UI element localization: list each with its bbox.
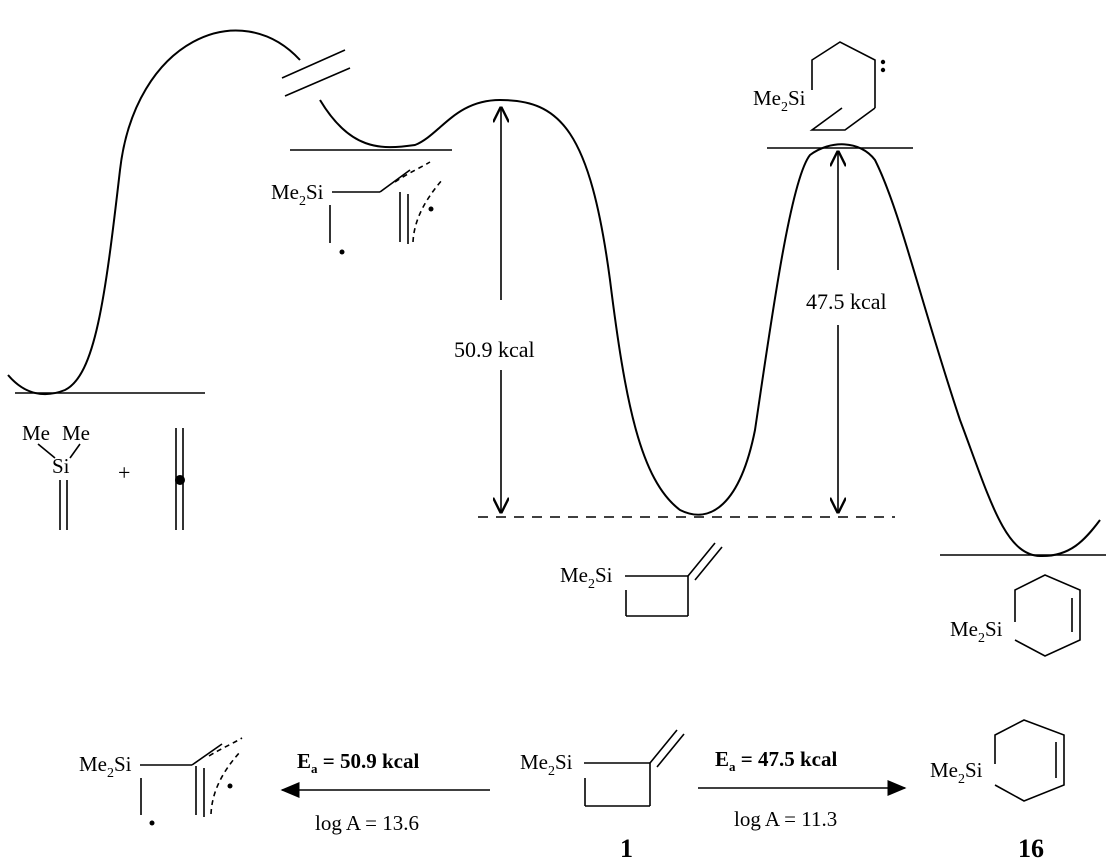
svg-text:Me2Si: Me2Si xyxy=(560,563,613,592)
svg-text:Me2Si: Me2Si xyxy=(753,86,806,115)
compound-1-label: 1 xyxy=(620,834,633,863)
axis-break-marks xyxy=(281,49,351,97)
compound-16-label: 16 xyxy=(1018,834,1044,863)
diradical-structure-top: Me2Si xyxy=(271,161,443,255)
svg-text:Me: Me xyxy=(62,421,90,445)
compound-1-structure: Me2Si xyxy=(520,729,685,807)
dimethylsilene-plus-ethylene-structure: Me Me Si + xyxy=(22,421,185,530)
methylenesilacyclobutane-structure-middle: Me2Si xyxy=(560,542,723,617)
svg-text:Me2Si: Me2Si xyxy=(930,758,983,787)
right-arrow-loga-label: log A = 11.3 xyxy=(734,807,837,831)
energy-levels xyxy=(15,147,1106,556)
silacyclopentene-structure-right: Me2Si xyxy=(950,574,1081,657)
svg-text:Me: Me xyxy=(22,421,50,445)
reaction-scheme: Me2Si Ea = 50.9 kcal log A = 13.6 Me2Si … xyxy=(79,719,1065,863)
compound-16-structure: Me2Si xyxy=(930,719,1065,802)
isotope-label-dot xyxy=(175,475,185,485)
energy-curve xyxy=(7,29,1101,558)
svg-text:Si: Si xyxy=(52,454,70,478)
svg-text:Me2Si: Me2Si xyxy=(79,752,132,781)
barrier-left-label: 50.9 kcal xyxy=(454,337,535,362)
right-arrow-ea-label: Ea = 47.5 kcal xyxy=(715,747,837,774)
barrier-arrows xyxy=(501,108,838,512)
diradical-structure-bottom: Me2Si xyxy=(79,737,243,826)
left-arrow-ea-label: Ea = 50.9 kcal xyxy=(297,749,419,776)
barrier-right-label: 47.5 kcal xyxy=(806,289,887,314)
left-arrow-loga-label: log A = 13.6 xyxy=(315,811,419,835)
svg-text:Me2Si: Me2Si xyxy=(520,750,573,779)
svg-text:Me2Si: Me2Si xyxy=(271,180,324,209)
svg-text:+: + xyxy=(118,460,130,485)
svg-text:Me2Si: Me2Si xyxy=(950,617,1003,646)
silacyclic-carbene-structure: Me2Si xyxy=(753,41,886,131)
